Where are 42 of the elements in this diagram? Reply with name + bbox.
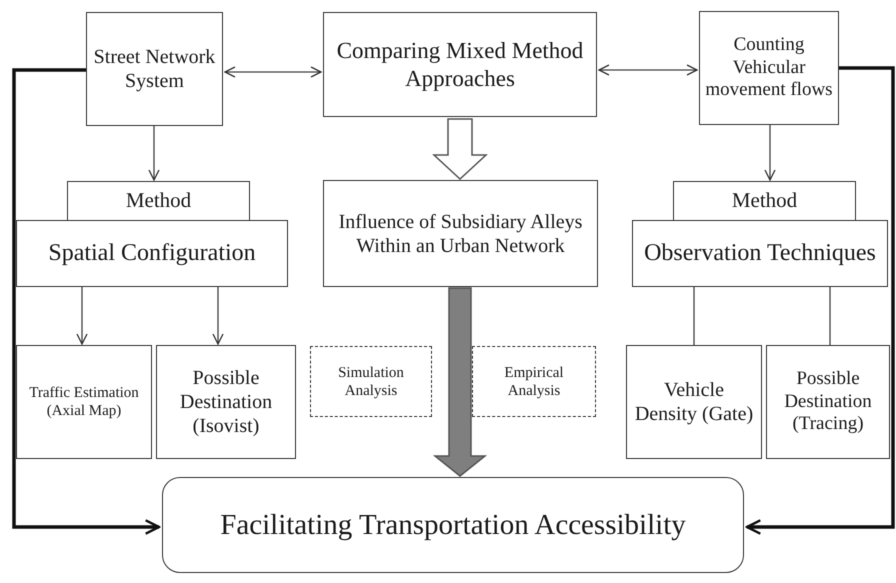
- process-box: [632, 220, 888, 287]
- arrow: [76, 287, 88, 345]
- connector-line: [829, 287, 831, 345]
- arrow: [224, 66, 322, 78]
- box-label: Possible Destination (Tracing): [783, 368, 873, 436]
- process-box: [626, 345, 762, 459]
- box-label: Method: [732, 188, 798, 214]
- process-box: [766, 345, 890, 459]
- process-box: [323, 12, 597, 117]
- box-label: Spatial Configuration: [48, 239, 256, 268]
- box-label: Traffic Estimation (Axial Map): [28, 384, 140, 420]
- process-box: [86, 12, 223, 126]
- connector-line: [693, 287, 695, 345]
- box-label: Possible Destination (Isovist): [178, 366, 274, 438]
- arrow: [764, 125, 776, 181]
- method-box: [67, 181, 250, 221]
- box-label: Counting Vehicular movement flows: [704, 34, 834, 102]
- dashed-box: [472, 346, 596, 417]
- box-label: Empirical Analysis: [503, 364, 565, 400]
- process-box: [16, 345, 152, 459]
- block-arrow: [432, 287, 488, 477]
- box-label: Influence of Subsidiary Alleys Within an Urban Network: [338, 210, 584, 258]
- box-label: Comparing Mixed Method Approaches: [336, 36, 584, 92]
- arrow: [746, 66, 895, 535]
- arrow: [148, 126, 160, 181]
- process-box: [16, 220, 288, 287]
- box-label: Method: [126, 188, 192, 214]
- arrow: [598, 64, 698, 76]
- box-label: Simulation Analysis: [337, 364, 405, 400]
- box-label: Street Network System: [92, 45, 216, 93]
- box-label: Facilitating Transportation Accessibility: [220, 508, 686, 542]
- arrow: [12, 68, 160, 535]
- process-box: [323, 180, 598, 287]
- box-label: Vehicle Density (Gate): [634, 378, 754, 426]
- box-label: Observation Techniques: [644, 239, 876, 268]
- process-box: [156, 345, 296, 459]
- rounded-box: [162, 477, 744, 573]
- block-arrow: [432, 118, 488, 180]
- dashed-box: [310, 346, 432, 417]
- process-box: [699, 11, 839, 125]
- method-box: [673, 181, 856, 221]
- arrow: [212, 287, 224, 345]
